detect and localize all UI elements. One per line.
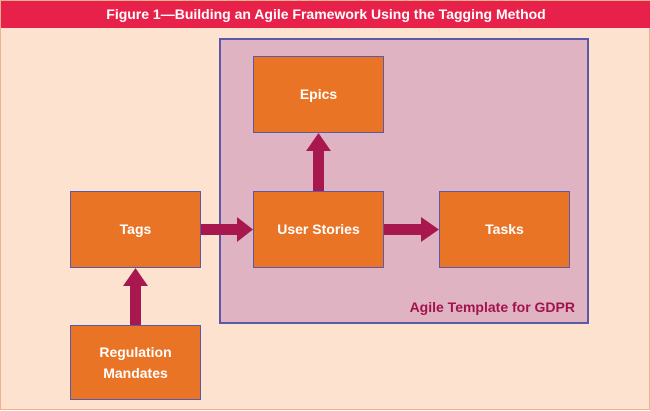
node-user-stories-label: User Stories xyxy=(277,221,360,237)
node-user-stories: User Stories xyxy=(253,191,384,268)
node-tasks-label: Tasks xyxy=(485,221,524,237)
node-epics-label: Epics xyxy=(299,86,338,102)
node-regulation-label-line1: Regulation xyxy=(99,343,172,360)
template-label: Agile Template for GDPR xyxy=(409,299,575,315)
node-epics: Epics xyxy=(253,56,384,133)
node-tags-label: Tags xyxy=(119,221,152,237)
node-tags: Tags xyxy=(70,191,201,268)
node-regulation-mandates: Regulation Mandates xyxy=(70,325,201,400)
arrow-regulation-to-tags xyxy=(123,268,148,325)
node-tasks: Tasks xyxy=(439,191,570,268)
node-regulation-label-line2: Mandates xyxy=(103,364,168,381)
figure-title: Figure 1—Building an Agile Framework Usi… xyxy=(1,1,650,28)
